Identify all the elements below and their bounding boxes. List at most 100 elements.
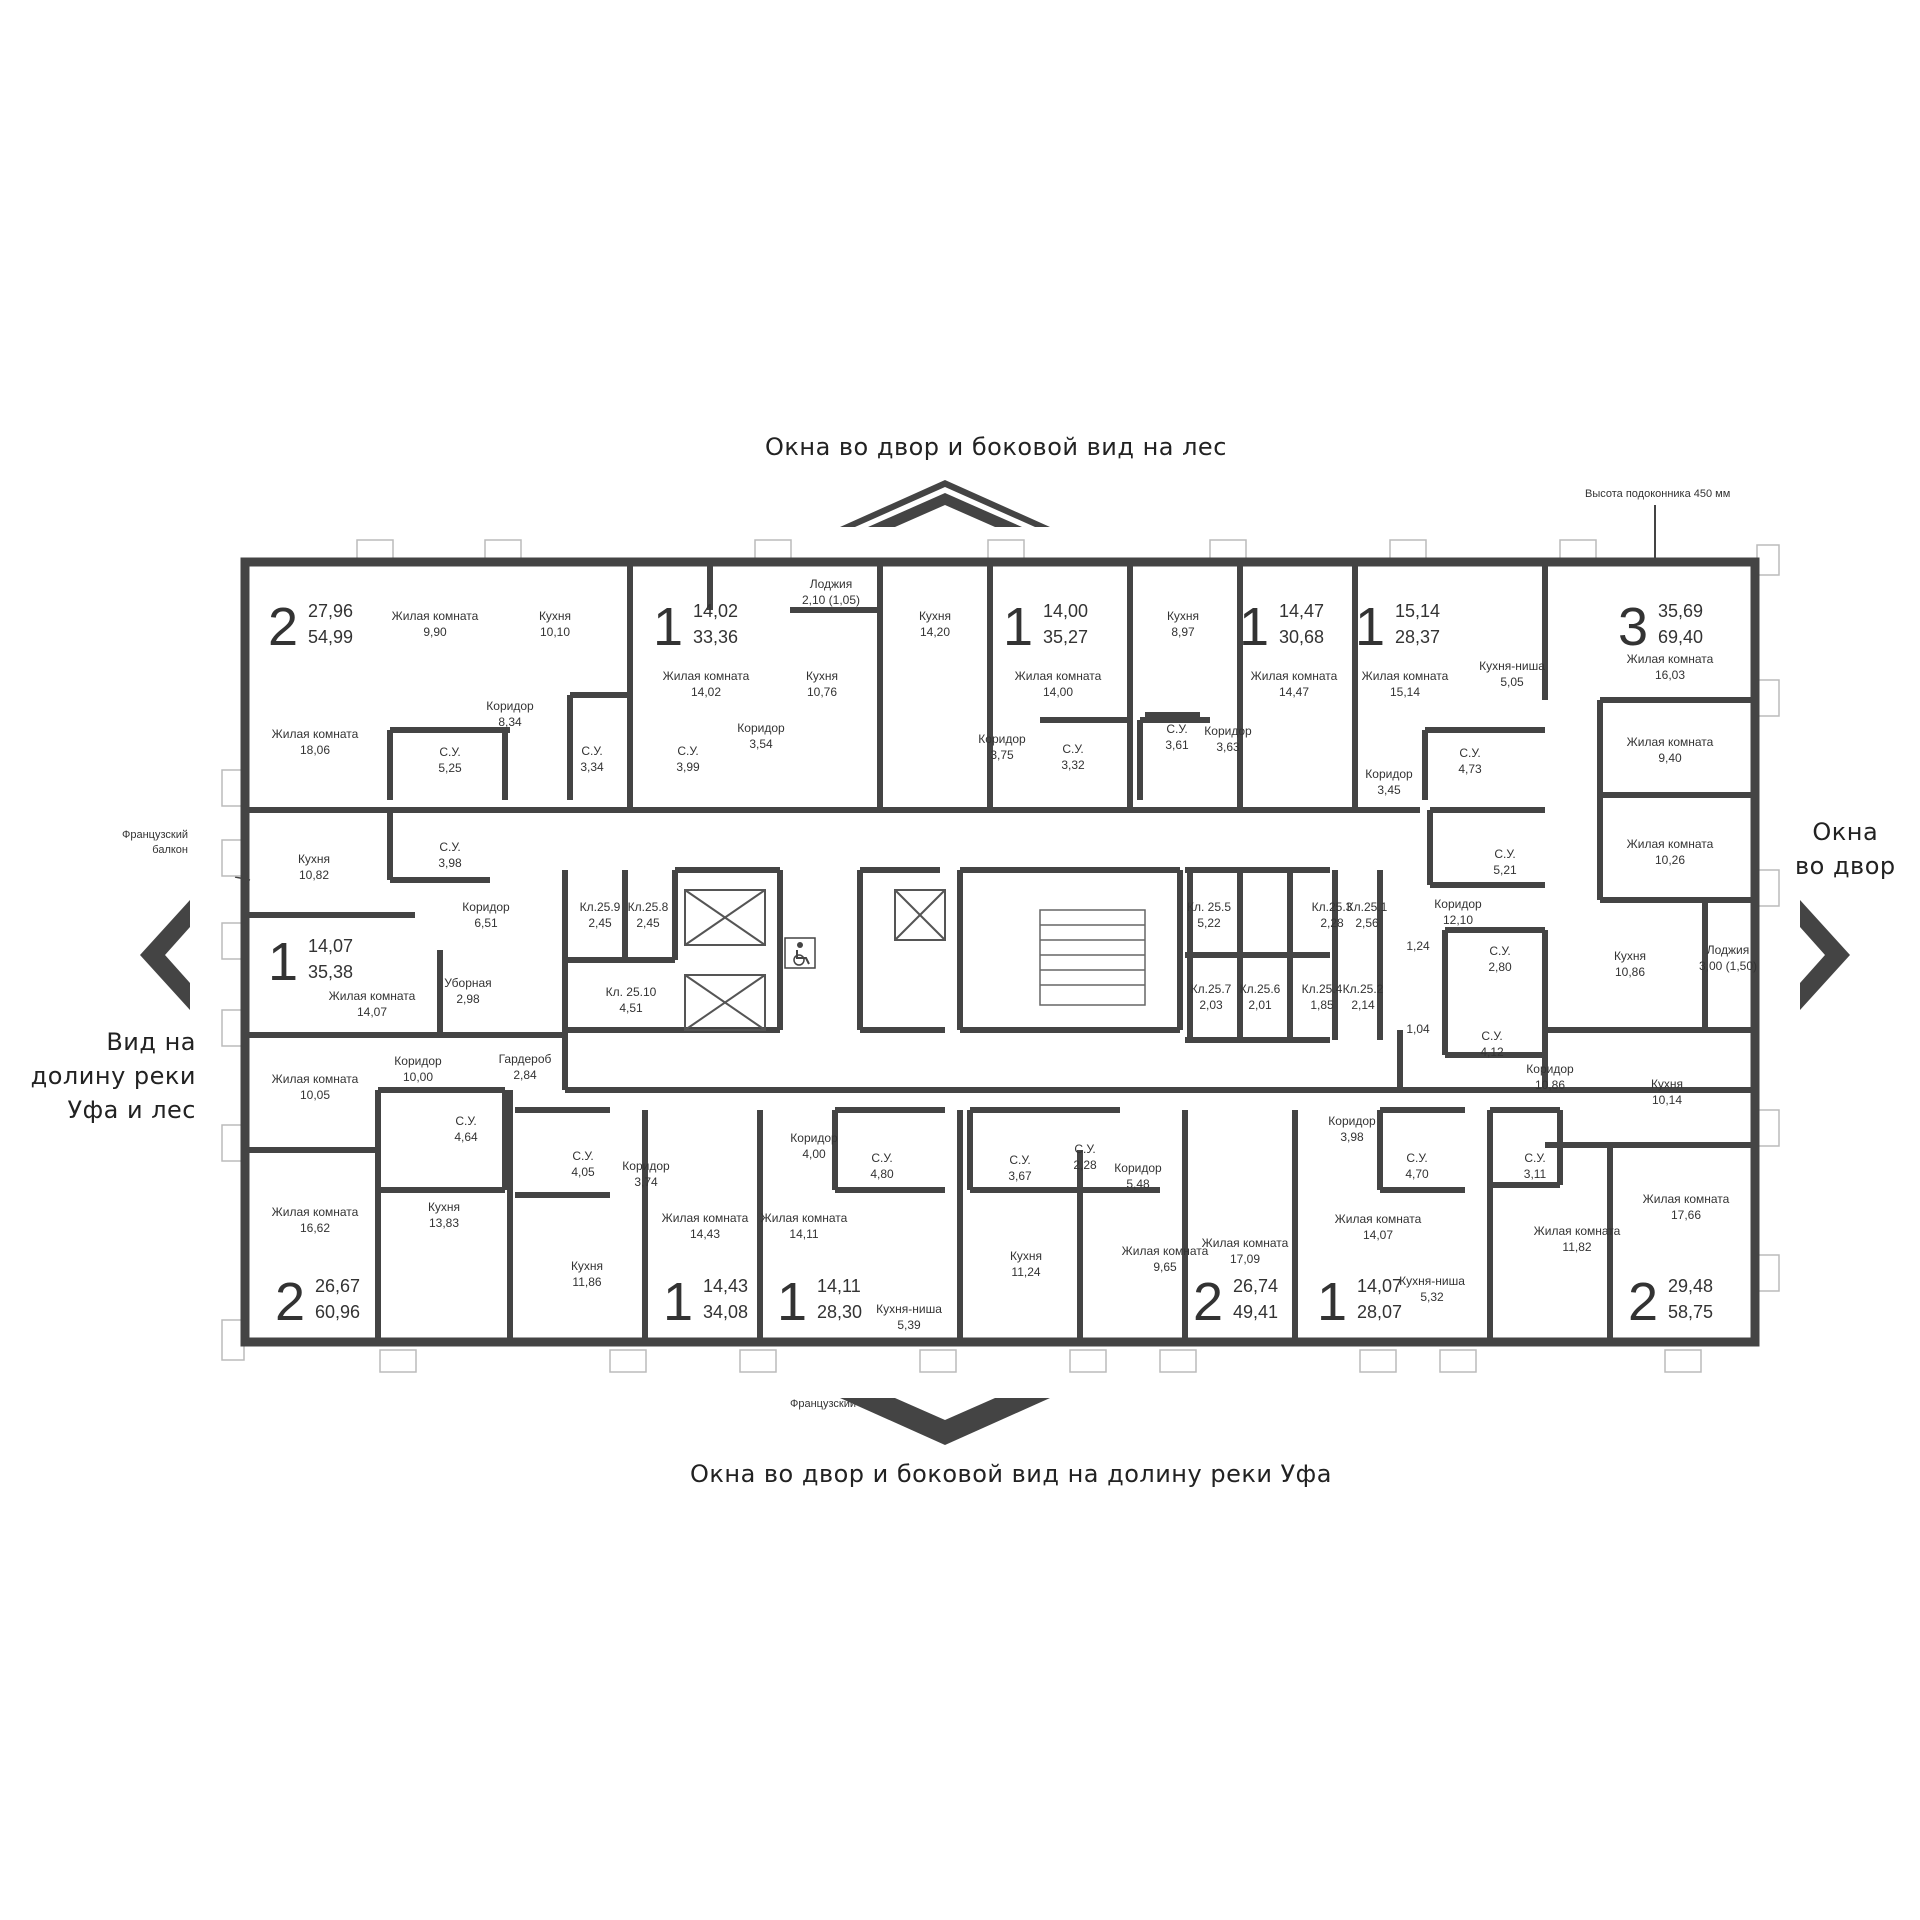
apartment-living-area-a12: 14,07 — [1357, 1276, 1402, 1296]
room-name-31: Кл.25.9 — [580, 900, 621, 914]
walls — [240, 557, 1760, 1347]
room-name-76: Кухня-ниша — [876, 1302, 942, 1316]
room-name-27: С.У. — [439, 840, 460, 854]
apartment-rooms-a13: 2 — [1628, 1272, 1658, 1332]
room-name-30: Коридор — [462, 900, 510, 914]
room-name-74: Жилая комната — [1534, 1224, 1621, 1238]
apartment-rooms-a7: 1 — [268, 932, 298, 992]
room-area-66: 11,86 — [572, 1275, 601, 1289]
room-name-22: Коридор — [1204, 724, 1252, 738]
room-area-64: 16,62 — [300, 1221, 330, 1235]
room-name-69: Кухня — [1010, 1249, 1042, 1263]
room-name-41: Кл.25.4 — [1302, 982, 1343, 996]
french-balcony-left-label: Французский балкон — [108, 828, 188, 858]
apartment-total-area-a13: 58,75 — [1668, 1302, 1713, 1322]
room-area-2: 10,10 — [540, 625, 570, 639]
room-name-48: Гардероб — [499, 1052, 552, 1066]
room-area-40: 2,01 — [1248, 998, 1272, 1012]
room-name-20: С.У. — [1062, 742, 1083, 756]
room-name-12: Жилая комната — [1627, 652, 1714, 666]
room-name-72: Жилая комната — [1335, 1212, 1422, 1226]
room-name-7: Кухня — [806, 669, 838, 683]
room-name-35: Кл.25.1 — [1347, 900, 1388, 914]
room-area-25: 9,40 — [1658, 751, 1682, 765]
room-area-3: 2,10 (1,05) — [802, 593, 860, 607]
room-area-71: 17,09 — [1230, 1252, 1260, 1266]
room-name-32: Кл.25.8 — [628, 900, 669, 914]
room-name-38: Кл. 25.10 — [606, 985, 657, 999]
room-area-30: 6,51 — [474, 916, 498, 930]
room-area-57: 4,80 — [870, 1167, 894, 1181]
room-name-52: Кухня — [1651, 1077, 1683, 1091]
room-area-67: 14,43 — [690, 1227, 720, 1241]
room-name-66: Кухня — [571, 1259, 603, 1273]
room-area-51: 10,86 — [1535, 1078, 1565, 1092]
apartment-rooms-a2: 1 — [653, 597, 683, 657]
apartment-rooms-a10: 1 — [777, 1272, 807, 1332]
french-balcony-left-line-2: балкон — [152, 844, 188, 856]
room-name-68: Жилая комната — [761, 1211, 848, 1225]
apartment-living-area-a5: 15,14 — [1395, 601, 1440, 621]
room-area-15: 5,25 — [438, 761, 462, 775]
corridor-dim-2: 1,04 — [1406, 1022, 1430, 1036]
room-name-63: С.У. — [1524, 1151, 1545, 1165]
apartment-living-area-a9: 14,43 — [703, 1276, 748, 1296]
apartment-rooms-a8: 2 — [275, 1272, 305, 1332]
room-name-9: Жилая комната — [1251, 669, 1338, 683]
room-name-10: Жилая комната — [1362, 669, 1449, 683]
corridor-dimensions: 1,24 1,04 — [1406, 939, 1430, 1036]
apartment-rooms-a3: 1 — [1003, 597, 1033, 657]
apartment-living-area-a11: 26,74 — [1233, 1276, 1278, 1296]
room-area-7: 10,76 — [807, 685, 837, 699]
apartment-rooms-a4: 1 — [1239, 597, 1269, 657]
room-area-44: 10,86 — [1615, 965, 1645, 979]
room-name-33: Кл. 25.5 — [1187, 900, 1231, 914]
apartment-total-area-a2: 33,36 — [693, 627, 738, 647]
room-name-5: Кухня — [1167, 609, 1199, 623]
apartment-living-area-a2: 14,02 — [693, 601, 738, 621]
room-name-11: Кухня-ниша — [1479, 659, 1545, 673]
room-area-32: 2,45 — [636, 916, 660, 930]
apartment-total-area-a11: 49,41 — [1233, 1302, 1278, 1322]
right-label-line-2: во двор — [1795, 852, 1896, 880]
room-name-42: Кл.25.2 — [1343, 982, 1384, 996]
room-name-39: Кл.25.7 — [1191, 982, 1232, 996]
room-area-72: 14,07 — [1363, 1228, 1393, 1242]
room-area-52: 10,14 — [1652, 1093, 1682, 1107]
apartment-living-area-a3: 14,00 — [1043, 601, 1088, 621]
room-area-9: 14,47 — [1279, 685, 1309, 699]
room-area-62: 4,70 — [1405, 1167, 1429, 1181]
room-area-38: 4,51 — [619, 1001, 643, 1015]
room-area-55: 3,74 — [634, 1175, 658, 1189]
room-area-39: 2,03 — [1199, 998, 1223, 1012]
apartment-total-area-a8: 60,96 — [315, 1302, 360, 1322]
room-area-41: 1,85 — [1310, 998, 1334, 1012]
room-area-73: 5,32 — [1420, 1290, 1444, 1304]
room-area-28: 5,21 — [1493, 863, 1517, 877]
room-name-40: Кл.25.6 — [1240, 982, 1281, 996]
left-label-line-1: Вид на — [106, 1028, 196, 1056]
room-area-17: 3,99 — [676, 760, 700, 774]
corridor-dim-1: 1,24 — [1406, 939, 1430, 953]
wheelchair-icon — [784, 937, 816, 969]
room-name-13: Коридор — [486, 699, 534, 713]
room-area-6: 14,02 — [691, 685, 721, 699]
room-area-20: 3,32 — [1061, 758, 1085, 772]
room-area-45: 3,00 (1,50) — [1699, 959, 1757, 973]
room-area-26: 10,82 — [299, 868, 329, 882]
apartment-living-area-a13: 29,48 — [1668, 1276, 1713, 1296]
apartment-rooms-a11: 2 — [1193, 1272, 1223, 1332]
room-name-46: Уборная — [444, 976, 491, 990]
room-name-37: Жилая комната — [329, 989, 416, 1003]
apartment-total-area-a10: 28,30 — [817, 1302, 862, 1322]
apartment-rooms-a6: 3 — [1618, 597, 1648, 657]
elevator-shafts — [684, 889, 946, 1031]
room-name-67: Жилая комната — [662, 1211, 749, 1225]
room-area-12: 16,03 — [1655, 668, 1685, 682]
sill-height-note: Высота подоконника 450 мм — [1585, 488, 1731, 500]
room-area-36: 12,10 — [1443, 913, 1473, 927]
room-area-70: 9,65 — [1153, 1260, 1177, 1274]
room-area-34: 2,28 — [1320, 916, 1344, 930]
room-area-13: 8,34 — [498, 715, 522, 729]
